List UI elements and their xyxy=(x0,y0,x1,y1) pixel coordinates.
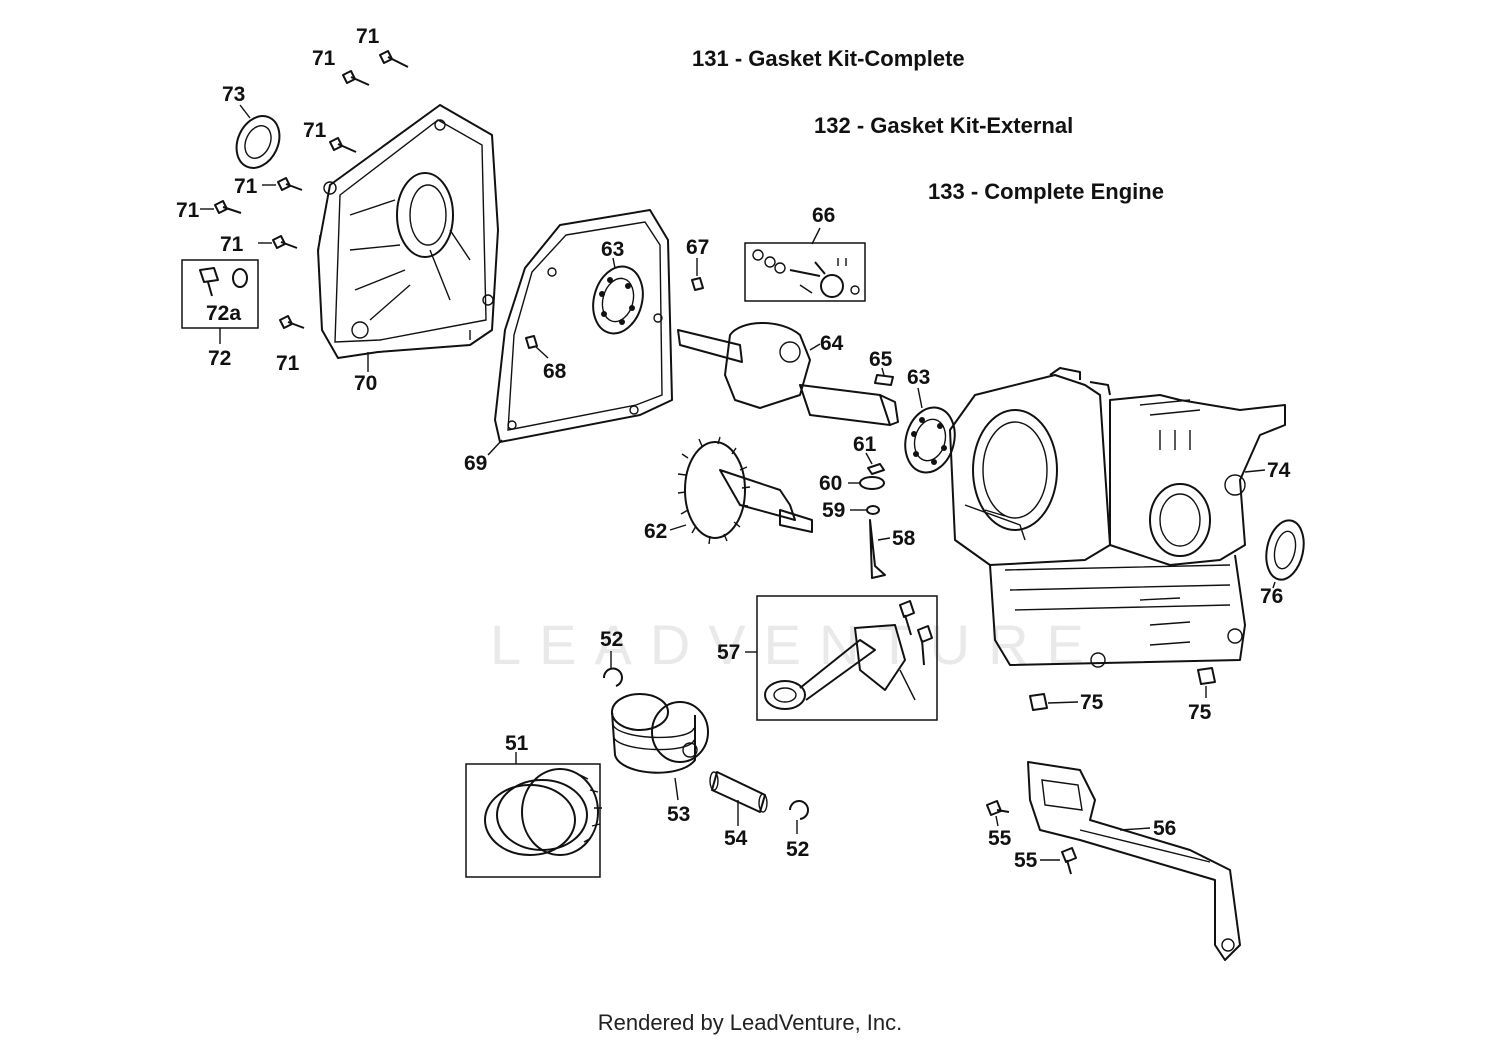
key-65-part[interactable] xyxy=(874,374,894,386)
callout-55[interactable]: 55 xyxy=(988,827,1012,850)
camshaft-62-part[interactable] xyxy=(677,436,813,545)
connecting-rod-57-part[interactable] xyxy=(764,600,933,710)
piston-pin-54-part[interactable] xyxy=(709,771,768,813)
callout-71[interactable]: 71 xyxy=(356,25,380,48)
dowel-pin-68-part[interactable] xyxy=(525,335,538,349)
callout-71[interactable]: 71 xyxy=(276,352,300,375)
callout-71[interactable]: 71 xyxy=(234,175,258,198)
kit-57-box xyxy=(756,595,938,721)
plug-75b-part[interactable] xyxy=(1197,667,1216,685)
callout-74[interactable]: 74 xyxy=(1267,459,1291,482)
plug-75a-part[interactable] xyxy=(1029,693,1048,711)
washer-60-part[interactable] xyxy=(859,476,885,490)
callout-71[interactable]: 71 xyxy=(303,119,327,142)
callout-55[interactable]: 55 xyxy=(1014,849,1038,872)
callout-75[interactable]: 75 xyxy=(1080,691,1104,714)
callout-52[interactable]: 52 xyxy=(786,838,809,861)
bracket-56-part[interactable] xyxy=(1027,761,1241,961)
callout-68[interactable]: 68 xyxy=(543,360,567,383)
callout-65[interactable]: 65 xyxy=(869,348,893,371)
bolts-71-part[interactable] xyxy=(214,50,409,329)
kit-66-box xyxy=(744,242,866,302)
bearing-63-part[interactable] xyxy=(586,261,650,339)
callout-64[interactable]: 64 xyxy=(820,332,844,355)
clip-52b-part[interactable] xyxy=(789,800,809,820)
callout-71[interactable]: 71 xyxy=(220,233,244,256)
callout-70[interactable]: 70 xyxy=(354,372,377,395)
kit-51-box xyxy=(465,763,601,878)
callout-75[interactable]: 75 xyxy=(1188,701,1212,724)
crankshaft-64-part[interactable] xyxy=(677,322,899,426)
piston-53-part[interactable] xyxy=(611,693,709,774)
callout-53[interactable]: 53 xyxy=(667,803,690,826)
gasket-69-part[interactable] xyxy=(494,209,673,443)
callout-61[interactable]: 61 xyxy=(853,433,877,456)
callout-71[interactable]: 71 xyxy=(312,47,336,70)
engine-block-74-part[interactable] xyxy=(949,367,1286,668)
callout-67[interactable]: 67 xyxy=(686,236,709,259)
callout-54[interactable]: 54 xyxy=(724,827,748,850)
kit-131-label[interactable]: 131 - Gasket Kit-Complete xyxy=(692,46,965,71)
callout-60[interactable]: 60 xyxy=(819,472,842,495)
callout-71[interactable]: 71 xyxy=(176,199,200,222)
callout-57[interactable]: 57 xyxy=(717,641,740,664)
callout-66[interactable]: 66 xyxy=(812,204,835,227)
governor-assembly-66-part[interactable] xyxy=(752,249,860,298)
callout-69[interactable]: 69 xyxy=(464,452,487,475)
kit-133-label[interactable]: 133 - Complete Engine xyxy=(928,179,1164,204)
callout-63[interactable]: 63 xyxy=(907,366,930,389)
callout-52[interactable]: 52 xyxy=(600,628,623,651)
kit-132-label[interactable]: 132 - Gasket Kit-External xyxy=(814,113,1073,138)
callout-72[interactable]: 72 xyxy=(208,347,231,370)
callout-72a[interactable]: 72a xyxy=(206,302,241,325)
bearing-63b-part[interactable] xyxy=(898,402,961,478)
oil-seal-76-part[interactable] xyxy=(1261,517,1309,583)
bolts-55-part[interactable] xyxy=(986,800,1077,875)
pin-61-part[interactable] xyxy=(867,463,885,475)
shaft-58-part[interactable] xyxy=(869,519,886,579)
drain-plug-72a-part[interactable] xyxy=(199,267,248,297)
pin-67-part[interactable] xyxy=(691,277,704,291)
clip-59-part[interactable] xyxy=(866,505,880,515)
clip-52a-part[interactable] xyxy=(602,667,623,687)
callout-51[interactable]: 51 xyxy=(505,732,529,755)
callout-73[interactable]: 73 xyxy=(222,83,245,106)
callout-76[interactable]: 76 xyxy=(1260,585,1283,608)
crankcase-cover-part[interactable] xyxy=(317,104,499,359)
callout-58[interactable]: 58 xyxy=(892,527,916,550)
callout-59[interactable]: 59 xyxy=(822,499,845,522)
footer-credit: Rendered by LeadVenture, Inc. xyxy=(597,1010,903,1035)
callout-62[interactable]: 62 xyxy=(644,520,667,543)
piston-rings-51-part[interactable] xyxy=(484,768,602,856)
callout-56[interactable]: 56 xyxy=(1153,817,1176,840)
oil-seal-73-part[interactable] xyxy=(228,109,287,175)
callout-63[interactable]: 63 xyxy=(601,238,624,261)
